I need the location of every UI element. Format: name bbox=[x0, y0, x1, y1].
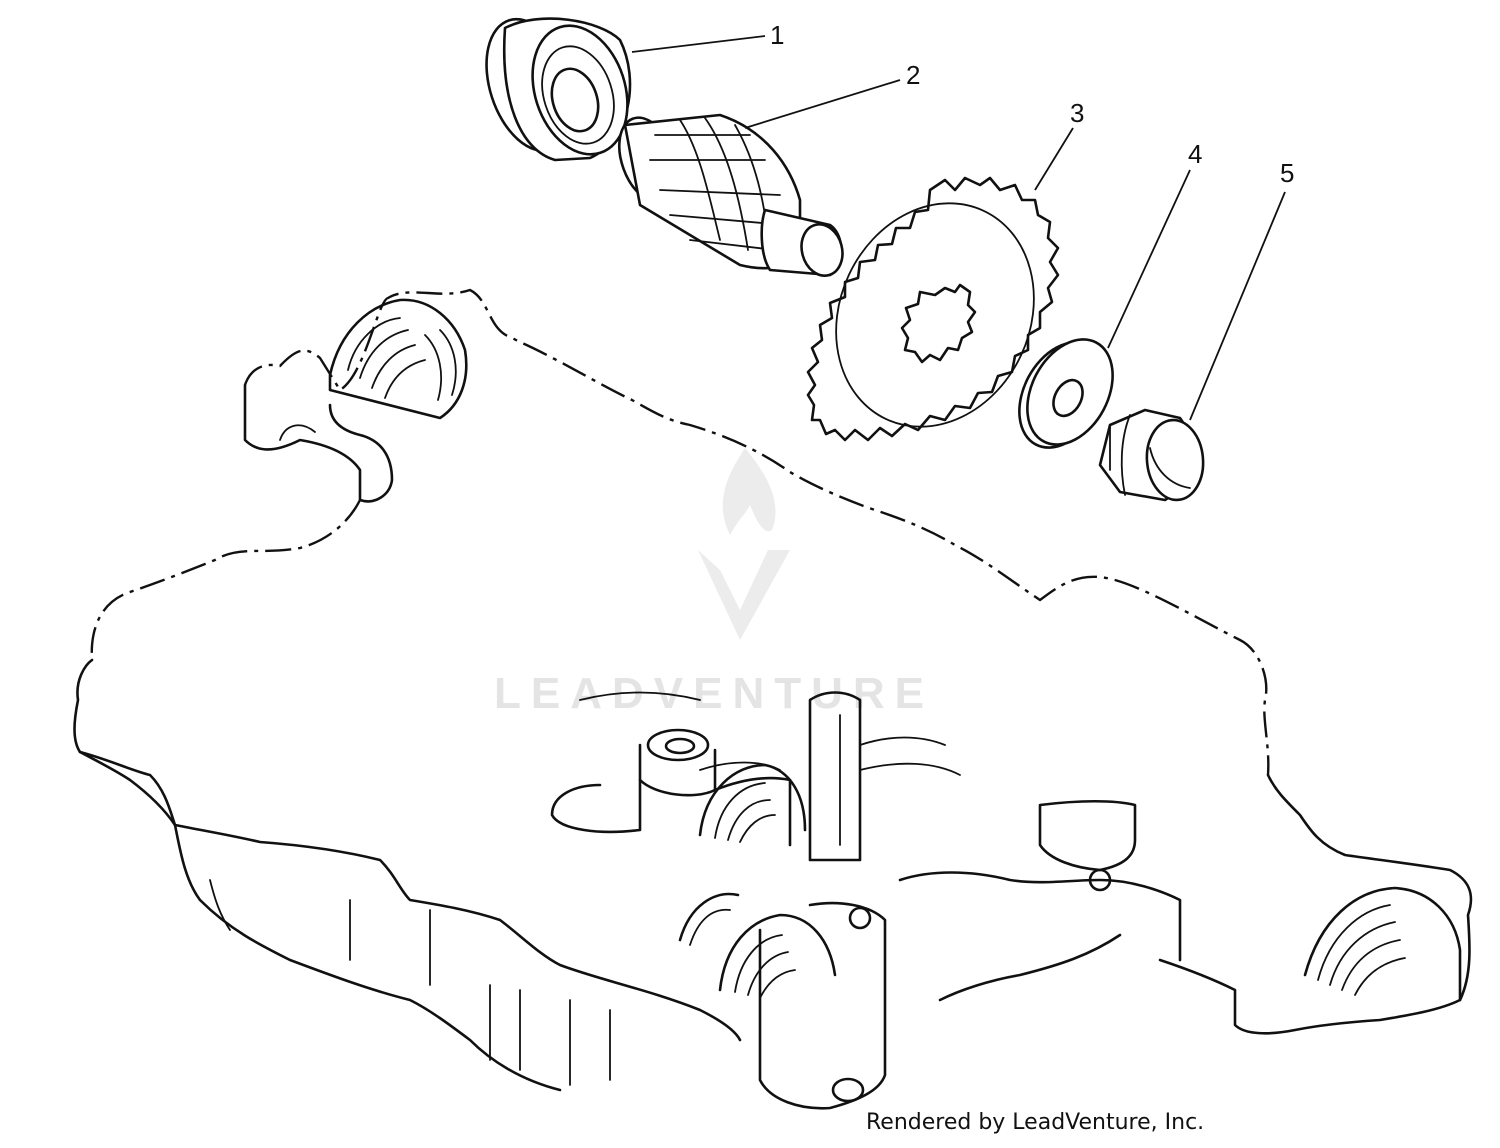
leader-line-2 bbox=[744, 79, 901, 129]
part-3-sprocket bbox=[806, 176, 1060, 442]
leadventure-watermark: LEADVENTURE bbox=[494, 448, 934, 718]
center-rib bbox=[808, 691, 862, 862]
right-web bbox=[898, 871, 1182, 962]
part-1-bearing bbox=[485, 17, 632, 162]
upper-bearing-saddle bbox=[328, 298, 468, 420]
callout-numbers: 1 2 3 4 5 bbox=[770, 20, 1294, 188]
part-5-nut bbox=[1098, 408, 1205, 502]
callout-number-4: 4 bbox=[1188, 139, 1202, 169]
callout-number-5: 5 bbox=[1280, 158, 1294, 188]
web-hole bbox=[848, 906, 872, 930]
right-bearing-saddle bbox=[1303, 886, 1462, 1002]
part-2-pinion-shaft bbox=[618, 113, 844, 277]
left-boss bbox=[243, 383, 394, 503]
housing-left-outline bbox=[90, 499, 362, 661]
lower-bearing-saddle bbox=[678, 892, 837, 999]
render-credit: Rendered by LeadVenture, Inc. bbox=[866, 1110, 1205, 1135]
crankcase-housing bbox=[73, 288, 1473, 1110]
callout-number-2: 2 bbox=[906, 60, 920, 90]
callout-leaders bbox=[631, 35, 1286, 421]
v-logo-icon bbox=[698, 550, 790, 640]
housing-top-outline bbox=[243, 288, 1270, 776]
housing-body-front bbox=[173, 823, 562, 1092]
callout-number-1: 1 bbox=[770, 20, 784, 50]
leader-line-4 bbox=[1107, 169, 1191, 349]
housing-lower-edge bbox=[78, 750, 177, 827]
upper-right-lines bbox=[579, 691, 961, 776]
part-4-washer bbox=[1018, 338, 1114, 449]
callout-number-3: 3 bbox=[1070, 98, 1084, 128]
right-boss bbox=[1038, 799, 1137, 872]
left-boss-inner bbox=[279, 424, 316, 441]
center-boss bbox=[550, 728, 792, 847]
center-bearing-saddle bbox=[698, 763, 807, 843]
flame-icon bbox=[722, 448, 776, 535]
leader-line-3 bbox=[1034, 127, 1074, 191]
lower-ribs bbox=[209, 879, 611, 1086]
lower-right-curve bbox=[938, 933, 1122, 1002]
watermark-text: LEADVENTURE bbox=[494, 669, 934, 718]
bottom-leg bbox=[758, 901, 887, 1110]
leader-line-1 bbox=[631, 35, 766, 53]
leader-line-5 bbox=[1189, 191, 1286, 421]
bottom-leg-hole bbox=[831, 1077, 865, 1103]
housing-right-body bbox=[1158, 773, 1473, 1035]
